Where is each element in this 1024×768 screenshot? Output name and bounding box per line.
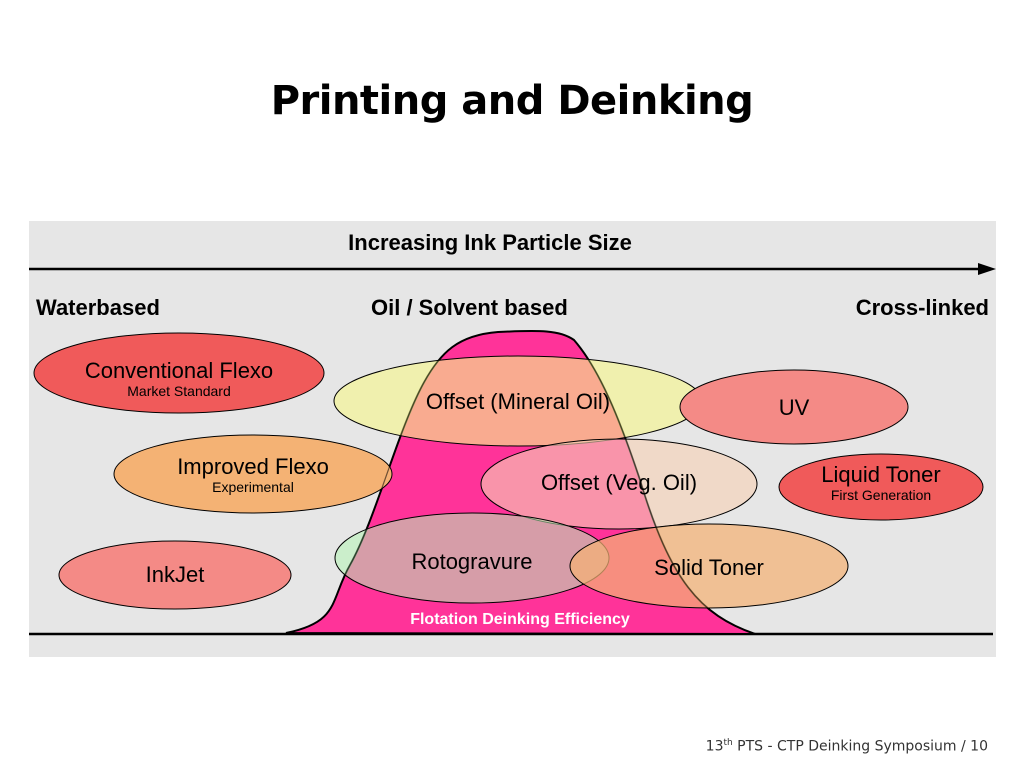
solid-toner-title: Solid Toner xyxy=(654,555,764,580)
uv-label: UV xyxy=(680,395,908,420)
flotation-efficiency-label: Flotation Deinking Efficiency xyxy=(410,611,630,628)
conventional-flexo-title: Conventional Flexo xyxy=(84,358,274,383)
particle-size-arrowhead xyxy=(978,263,996,275)
uv-ellipse xyxy=(679,369,909,445)
offset-mineral-title: Offset (Mineral Oil) xyxy=(425,389,611,414)
conventional-flexo-subtitle: Market Standard xyxy=(127,383,231,400)
liquid-toner-title: Liquid Toner xyxy=(821,462,941,487)
improved-flexo-title: Improved Flexo xyxy=(177,454,329,479)
improved-flexo-label: Improved Flexo Experimental xyxy=(114,454,392,495)
uv-title: UV xyxy=(778,395,810,420)
rotogravure-label: Rotogravure xyxy=(335,549,609,574)
category-cross-linked: Cross-linked xyxy=(855,295,989,320)
footer-number: 13 xyxy=(705,738,724,755)
improved-flexo-ellipse xyxy=(113,434,393,514)
flotation-efficiency-curve-outline xyxy=(285,330,756,635)
category-oil-solvent: Oil / Solvent based xyxy=(371,295,568,320)
inkjet-label: InkJet xyxy=(59,562,291,587)
rotogravure-title: Rotogravure xyxy=(411,549,533,574)
offset-veg-ellipse xyxy=(480,438,758,530)
axis-label: Increasing Ink Particle Size xyxy=(348,230,632,255)
slide-title: Printing and Deinking xyxy=(270,78,754,124)
offset-mineral-label: Offset (Mineral Oil) xyxy=(334,389,702,414)
category-waterbased: Waterbased xyxy=(36,295,160,320)
improved-flexo-subtitle: Experimental xyxy=(212,479,294,496)
inkjet-title: InkJet xyxy=(145,562,205,587)
footer-ordinal: th xyxy=(723,738,733,748)
offset-veg-title: Offset (Veg. Oil) xyxy=(540,470,698,495)
solid-toner-ellipse xyxy=(569,523,849,609)
slide-footer: 13th PTS - CTP Deinking Symposium / 10 xyxy=(706,738,988,755)
conventional-flexo-label: Conventional Flexo Market Standard xyxy=(34,358,324,399)
inkjet-ellipse xyxy=(58,540,292,610)
offset-veg-label: Offset (Veg. Oil) xyxy=(481,470,757,495)
footer-text: PTS - CTP Deinking Symposium / 10 xyxy=(732,738,988,755)
liquid-toner-label: Liquid Toner First Generation xyxy=(779,462,983,503)
conventional-flexo-ellipse xyxy=(33,332,325,414)
solid-toner-label: Solid Toner xyxy=(570,555,848,580)
liquid-toner-ellipse xyxy=(778,453,984,521)
liquid-toner-subtitle: First Generation xyxy=(830,487,932,504)
